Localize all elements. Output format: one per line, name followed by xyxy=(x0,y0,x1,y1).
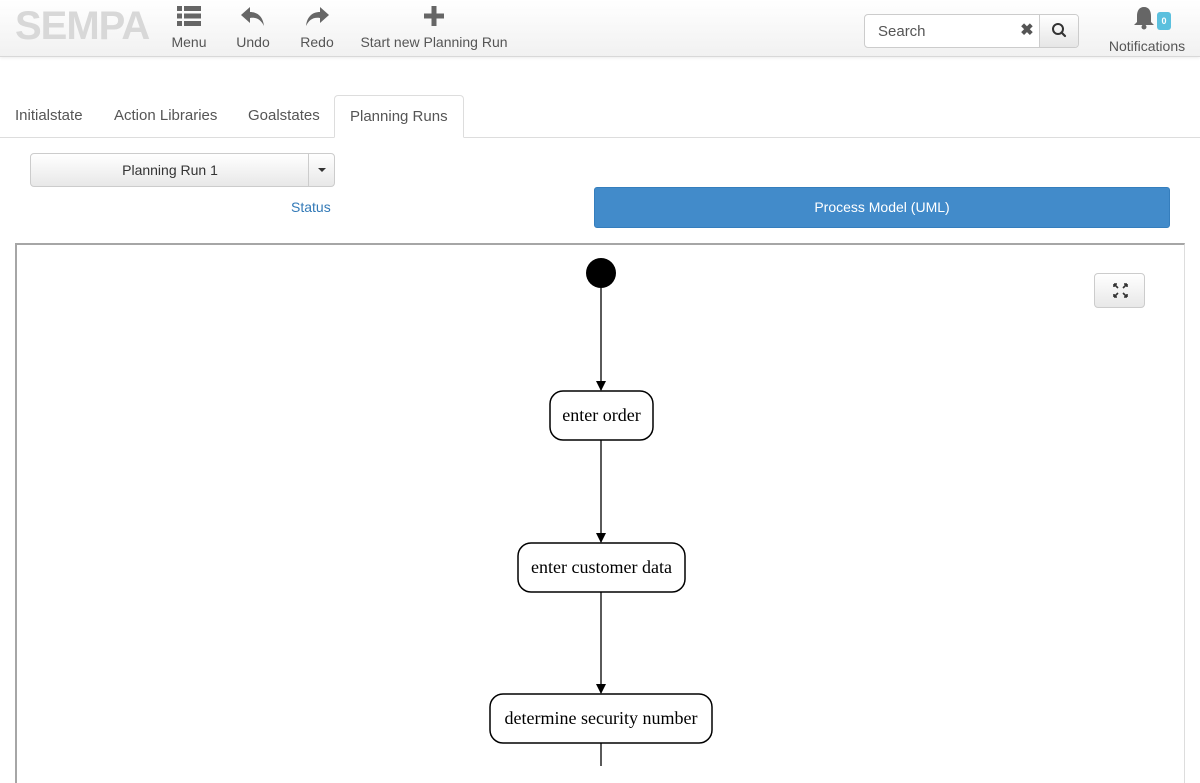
notification-count-badge: 0 xyxy=(1157,12,1171,30)
notifications-button[interactable]: 0 Notifications xyxy=(1104,3,1190,54)
search-icon xyxy=(1052,23,1067,38)
status-view-link[interactable]: Status xyxy=(291,199,331,215)
bell-icon xyxy=(1134,7,1154,30)
activity-label: enter customer data xyxy=(531,557,672,577)
redo-icon xyxy=(296,4,338,30)
search-button[interactable] xyxy=(1039,15,1078,47)
process-model-uml-button[interactable]: Process Model (UML) xyxy=(594,187,1170,228)
redo-button[interactable]: Redo xyxy=(296,4,338,52)
fullscreen-icon xyxy=(1113,283,1128,298)
chevron-down-icon[interactable] xyxy=(308,154,334,186)
menu-icon xyxy=(166,4,212,30)
search-input[interactable] xyxy=(865,15,1015,47)
planning-run-select[interactable]: Planning Run 1 xyxy=(30,153,335,187)
tab-initialstate[interactable]: Initialstate xyxy=(15,107,83,124)
undo-icon xyxy=(231,4,275,30)
tab-action-libraries[interactable]: Action Libraries xyxy=(114,107,218,124)
activity-label: determine security number xyxy=(505,708,698,728)
planning-run-selected: Planning Run 1 xyxy=(122,162,218,178)
plus-icon xyxy=(360,4,508,30)
start-planning-run-button[interactable]: Start new Planning Run xyxy=(360,4,508,52)
undo-button[interactable]: Undo xyxy=(231,4,275,52)
tab-planning-runs[interactable]: Planning Runs xyxy=(334,95,464,138)
menu-label: Menu xyxy=(171,34,207,50)
top-navbar: SEMPA Menu Undo Redo xyxy=(0,0,1200,57)
fullscreen-button[interactable] xyxy=(1094,273,1145,308)
main-tabs: Initialstate Action Libraries Goalstates… xyxy=(0,95,1200,138)
initial-node xyxy=(586,258,616,288)
menu-button[interactable]: Menu xyxy=(166,4,212,52)
tab-goalstates[interactable]: Goalstates xyxy=(248,107,320,124)
notifications-label: Notifications xyxy=(1108,38,1186,54)
activity-node-enter-order[interactable]: enter order xyxy=(549,390,654,441)
activity-label: enter order xyxy=(562,405,640,425)
activity-node-enter-customer-data[interactable]: enter customer data xyxy=(517,542,686,593)
clear-icon[interactable]: ✖ xyxy=(1020,22,1034,39)
search-box: ✖ xyxy=(864,14,1079,48)
undo-label: Undo xyxy=(236,34,270,50)
uml-activity-diagram: enter order enter customer data determin… xyxy=(489,258,713,766)
brand-logo[interactable]: SEMPA xyxy=(15,4,150,48)
start-planning-run-label: Start new Planning Run xyxy=(360,34,508,50)
activity-node-determine-security-number[interactable]: determine security number xyxy=(489,693,713,744)
redo-label: Redo xyxy=(300,34,334,50)
